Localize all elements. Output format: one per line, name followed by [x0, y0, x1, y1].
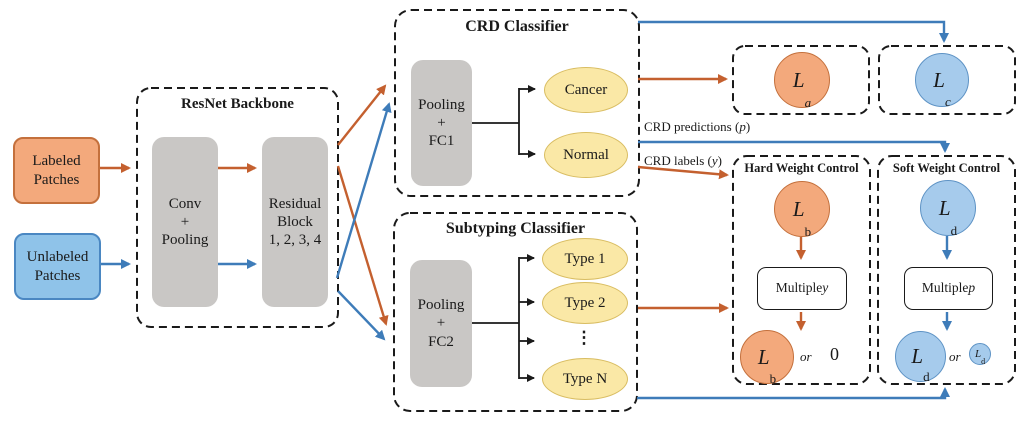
pooling-fc2-block: Pooling + FC2 — [410, 260, 472, 387]
unlabeled-patches-node: Unlabeled Patches — [14, 233, 101, 300]
type1-output-ellipse: Type 1 — [542, 238, 628, 280]
multiple-y-box: Multiple y — [757, 267, 847, 310]
resnet-backbone-box — [136, 87, 339, 328]
hard-weight-control-box — [732, 155, 871, 385]
normal-output-ellipse: Normal — [544, 132, 628, 178]
crd-classifier-title: CRD Classifier — [465, 18, 569, 35]
loss-lc-box — [878, 45, 1016, 115]
crd-labels-text: CRD labels ( — [644, 153, 712, 168]
crd-labels-label: CRD labels (y) — [644, 153, 723, 168]
conv-pooling-block: Conv + Pooling — [152, 137, 218, 307]
hard-or-label: or — [800, 349, 812, 364]
crd-predictions-text: CRD predictions ( — [644, 119, 740, 134]
orange-connectors — [95, 74, 806, 331]
multiple-p-box: Multiple p — [904, 267, 993, 310]
predictions-variable: p — [739, 119, 746, 134]
residual-block: Residual Block 1, 2, 3, 4 — [262, 137, 328, 307]
soft-or-label: or — [949, 349, 961, 364]
zero-result-label: 0 — [830, 344, 839, 364]
crd-classifier-box — [394, 9, 640, 197]
loss-la-box — [732, 45, 870, 115]
type-ellipsis-dots: ⋮ — [575, 328, 593, 347]
subtyping-classifier-title: Subtyping Classifier — [445, 220, 586, 237]
labeled-patches-node: Labeled Patches — [13, 137, 100, 204]
blue-connectors — [96, 20, 952, 400]
crd-predictions-label: CRD predictions (p) — [644, 119, 751, 134]
resnet-backbone-title: ResNet Backbone — [181, 96, 294, 112]
classifier-tree-lines — [472, 85, 536, 382]
dashed-group-boxes — [136, 9, 1016, 412]
labels-variable: y — [711, 153, 718, 168]
hard-weight-control-title: Hard Weight Control — [744, 161, 859, 175]
soft-weight-control-title: Soft Weight Control — [892, 161, 1001, 175]
pooling-fc1-block: Pooling + FC1 — [411, 60, 472, 186]
typeN-output-ellipse: Type N — [542, 358, 628, 400]
type2-output-ellipse: Type 2 — [542, 282, 628, 324]
subtyping-classifier-box — [393, 212, 638, 412]
soft-weight-control-box — [877, 155, 1016, 385]
cancer-output-ellipse: Cancer — [544, 67, 628, 113]
